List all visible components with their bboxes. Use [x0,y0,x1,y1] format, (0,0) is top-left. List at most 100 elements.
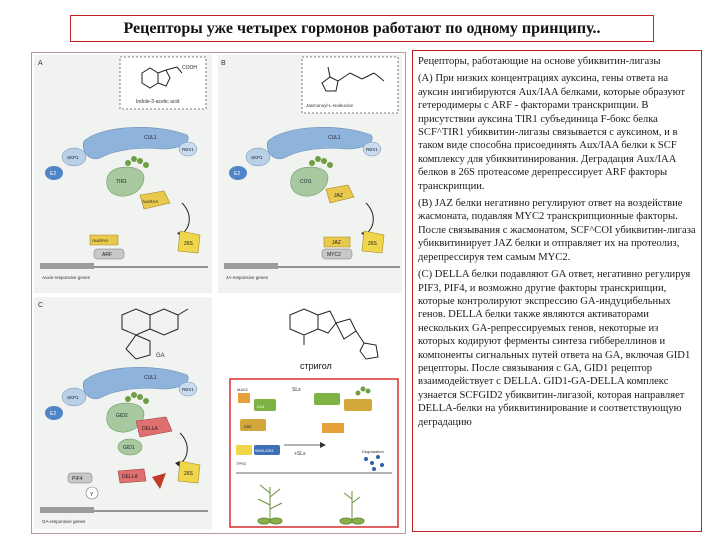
inset-degradation-dots [364,455,384,471]
iaa-structure [141,66,183,89]
panel-a-tir1 [106,166,145,197]
panel-b-label-26s: 26S [368,241,378,247]
panel-c-pif4 [67,472,93,484]
panel-c-y-factor [85,486,99,500]
inset-label-degradation: Degradation [362,449,384,454]
panel-c-gene-label: GA-responsive genes [42,519,86,524]
panel-b-proteasome [361,230,385,254]
panel-c-della-bound [135,416,173,438]
panel-b-ubiquitin-chain [309,156,333,168]
description-column: Рецепторы, работающие на основе убиквити… [412,50,702,532]
ga-name: GA [156,353,165,359]
inset-tpr2 [236,445,252,455]
panel-b-label-cul1: CUL1 [328,135,341,141]
panel-c-rbx1 [178,381,198,397]
panel-b-label-e2: E2 [234,171,240,177]
panel-c-gid2 [106,402,145,433]
strigol-structure [289,308,379,360]
inset-label-max2: MAX2 [237,387,249,392]
panel-c-cullin [82,367,189,400]
panel-a-gene-box [40,263,94,269]
iaa-name: Indole-3-acetic acid [136,99,180,105]
inset-label-sls: SLs [292,387,301,393]
panel-a-ubiquitin-chain [125,156,149,168]
panel-c-ubiquitin-chain [125,392,149,404]
slide-title-box: Рецепторы уже четырех гормонов работают … [70,15,654,42]
panel-c-label-26s: 26S [184,471,194,477]
panel-a-label-arf: ARF [102,252,112,258]
slide-title: Рецепторы уже четырех гормонов работают … [123,19,601,37]
panel-b-label-myc2: MYC2 [327,252,341,258]
paragraph-c: (C) DELLA белки подавляют GA ответ, нега… [418,269,691,428]
panel-b-label-jaz: JAZ [332,240,341,246]
inset-d14-right [314,393,340,405]
panel-b-letter: B [221,60,226,67]
panel-c-red-factor [152,473,166,489]
panel-a-label-cul1: CUL1 [144,135,157,141]
panel-b-jaz-bound [325,184,355,204]
panel-a-label-e2: E2 [50,171,56,177]
panel-b-label-jaz-bound: JAZ [334,193,343,199]
panel-b-gene-box [224,263,278,269]
panel-c-della [117,468,147,484]
inset-label-plus-sls: +SLs [294,451,306,457]
panel-c-skp1 [61,387,87,407]
panel-a-e2 [45,166,63,180]
panel-a-arf [93,248,125,260]
paragraph-b: (B) JAZ белки негативно регулируют ответ… [418,198,696,263]
panel-a-label-auxiaa-bound: Aux/IAA [142,199,158,204]
panel-a-letter: A [38,60,43,67]
panel-c-label-gid1: GID1 [123,445,135,451]
panel-a-molecule-box [119,56,207,110]
ga-structure [121,308,189,360]
intro-text: Рецепторы, работающие на основе убиквити… [418,56,661,67]
panel-c-label-y: Y [90,492,94,498]
panel-a-label-26s: 26S [184,241,194,247]
panel-c-e2 [45,406,63,420]
panel-c-label-della-bound: DELLA [142,426,159,432]
paragraph-a: (А) При низких концентрациях ауксина, ге… [418,73,685,192]
panel-a-label-tir1: TIR1 [116,179,127,185]
panel-b-molecule-box [301,56,399,114]
panel-b-label-skp1: SKP1 [251,155,263,160]
plant-left-icon [257,484,283,525]
panel-a-auxiaa [89,234,119,246]
panel-a-cullin [82,127,189,160]
panel-a-label-skp1: SKP1 [67,155,79,160]
panel-c-label-e2: E2 [50,411,56,417]
inset-arrowhead [320,442,326,448]
receptor-figure-svg: A B C COOH Indole-3-acetic acid CUL1 SKP… [34,55,402,529]
panel-c-gene-box [40,507,94,513]
inset-smxl [254,445,280,455]
panel-a-rbx1 [178,141,198,157]
inset-d14-left [254,399,276,411]
panel-c-label-gid2: GID2 [116,413,128,419]
panel-a-auxiaa-bound [139,190,171,210]
panel-c-label-cul1: CUL1 [144,375,157,381]
panel-a-skp1 [61,147,87,167]
panel-b-cullin [266,127,373,160]
panel-c-label-pif4: PIF4 [72,476,83,482]
panel-c-gid1 [117,438,143,456]
panel-c-label-skp1: SKP1 [67,395,79,400]
panel-c-label-della: DELLA [122,474,139,480]
panel-a-gene-label: Auxin-responsive genes [42,275,91,280]
plant-right-icon [339,491,365,525]
panel-b-label-rbx1: RBX1 [366,147,378,152]
panel-b-jaz [323,236,351,248]
strigol-caption: стригол [300,361,332,371]
panel-a-label-auxiaa: Aux/IAA [92,238,108,243]
ja-ile-structure [321,66,385,92]
receptor-figure: A B C COOH Indole-3-acetic acid CUL1 SKP… [31,52,406,534]
panel-b-coi1 [290,166,329,197]
panel-b-myc2 [321,248,353,260]
ja-ile-name: Jasmonoyl-L-isoleucine [306,103,354,108]
panel-c-label-rbx1: RBX1 [182,387,194,392]
inset-ubiquitin-chain [355,386,371,396]
panel-b-gene-label: JA-responsive genes [226,275,269,280]
inset-label-smxl: SMXL/D53 [255,449,273,453]
inset-d53-right [344,399,372,411]
panel-c-letter: C [38,302,43,309]
panel-b-label-coi1: COI1 [300,179,312,185]
iaa-cooh-label: COOH [182,65,197,71]
